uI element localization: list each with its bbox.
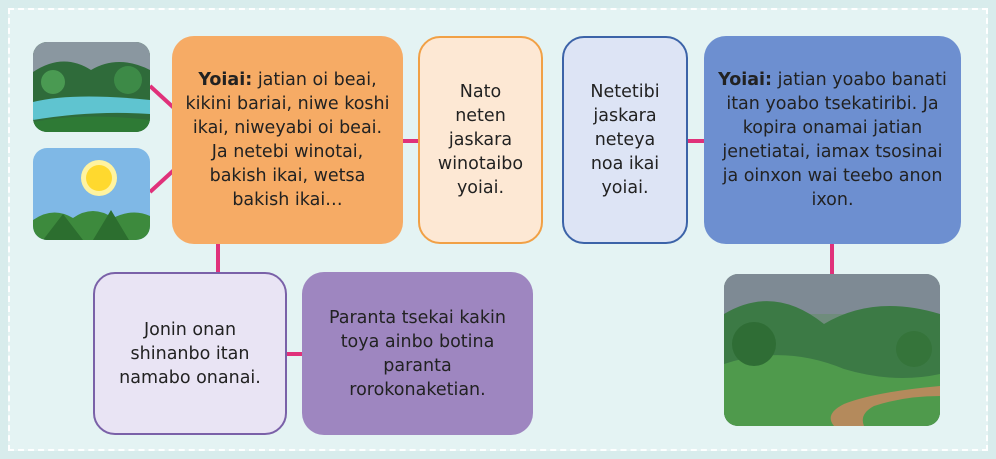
info-box-lightblue: Netetibi jaskara neteya noa ikai yoiai. — [562, 36, 688, 244]
orange-box-label: Yoiai: — [198, 70, 253, 90]
valley-road-image — [724, 274, 940, 426]
peach-box-text: Nato neten jaskara winotaibo yoiai. — [437, 82, 524, 198]
info-box-peach: Nato neten jaskara winotaibo yoiai. — [418, 36, 543, 244]
info-box-purple: Paranta tsekai kakin toya ainbo botina p… — [302, 272, 533, 435]
info-box-orange: Yoiai: jatian oi beai, kikini bariai, ni… — [172, 36, 403, 244]
info-box-lavender: Jonin onan shinanbo itan namabo onanai. — [93, 272, 287, 435]
lavender-box-text: Jonin onan shinanbo itan namabo onanai. — [119, 319, 261, 388]
connector-sun-orange — [148, 168, 176, 194]
connector-forest-orange — [148, 84, 176, 110]
blue-box-label: Yoiai: — [718, 70, 773, 90]
orange-box-text: jatian oi beai, kikini bariai, niwe kosh… — [185, 70, 390, 210]
info-box-orange-content: Yoiai: jatian oi beai, kikini bariai, ni… — [184, 68, 391, 212]
purple-box-text: Paranta tsekai kakin toya ainbo botina p… — [328, 307, 506, 400]
info-box-blue-content: Yoiai: jatian yoabo banati itan yoabo ts… — [716, 68, 949, 212]
info-box-blue: Yoiai: jatian yoabo banati itan yoabo ts… — [704, 36, 961, 244]
forest-river-image — [33, 42, 150, 132]
sun-sky-image — [33, 148, 150, 240]
blue-box-text: jatian yoabo banati itan yoabo tsekatiri… — [722, 70, 947, 210]
lightblue-box-text: Netetibi jaskara neteya noa ikai yoiai. — [590, 82, 660, 198]
